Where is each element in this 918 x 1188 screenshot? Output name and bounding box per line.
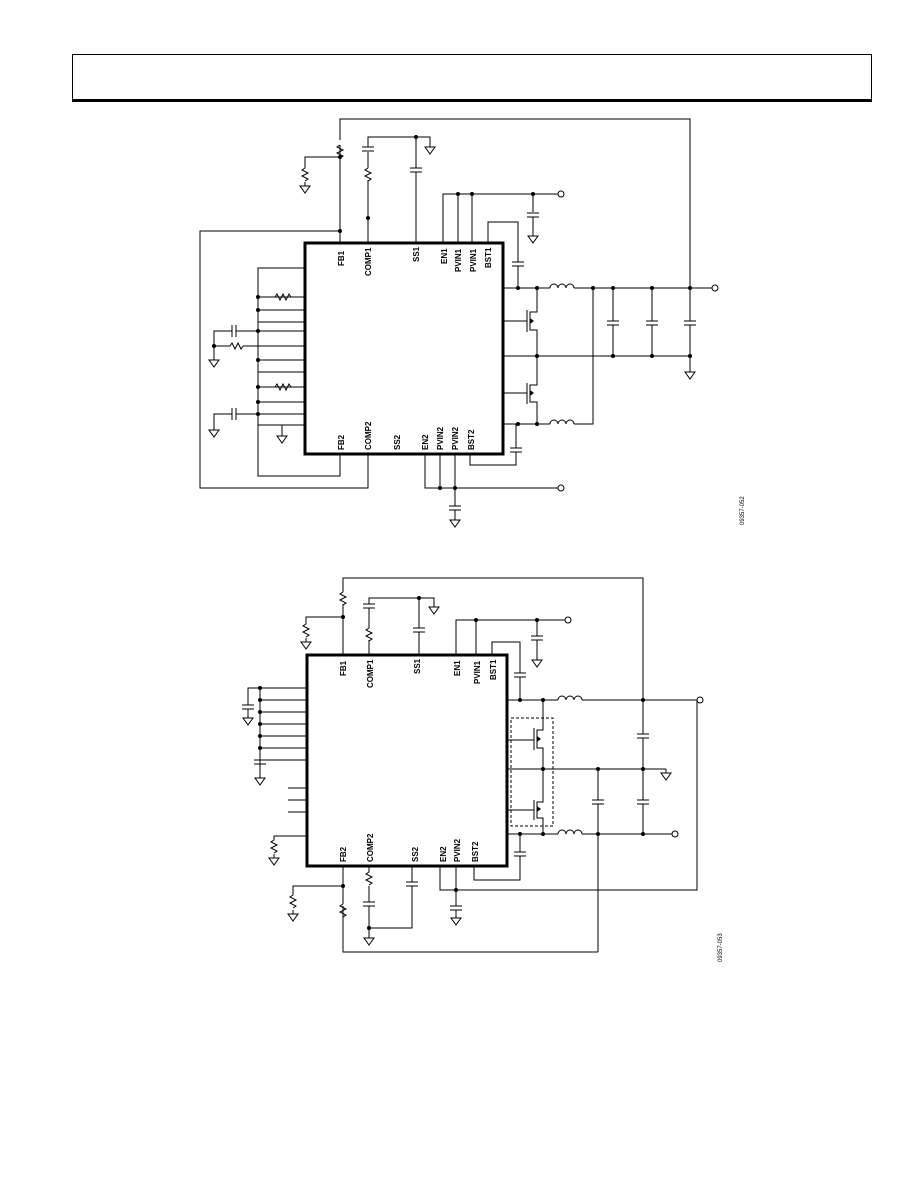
diagram2-schematic: FB1 COMP1 SS1 EN1 PVIN1 BST1 FB2 COMP2 S… bbox=[241, 577, 724, 962]
diagram1-pin-fb1: FB1 bbox=[337, 250, 346, 266]
diagram1-bst2-network bbox=[469, 424, 523, 466]
diagram1-ic-body bbox=[303, 241, 505, 456]
diagram1-ss1-network bbox=[409, 137, 423, 243]
diagram2-pin-comp1: COMP1 bbox=[366, 659, 375, 688]
diagram2-ss1-network bbox=[412, 598, 426, 655]
diagram1-pin-ss2: SS2 bbox=[393, 434, 402, 450]
page-header-box bbox=[72, 54, 872, 102]
diagram1-bst1-network bbox=[487, 221, 525, 288]
diagram2-pin-en2: EN2 bbox=[439, 846, 448, 862]
diagram1-pin-pvin1-b: PVIN1 bbox=[469, 248, 478, 272]
diagram2-pin-fb2: FB2 bbox=[339, 846, 348, 862]
diagram1-pin-en1: EN1 bbox=[440, 248, 449, 264]
diagram2-vin2-network bbox=[449, 866, 463, 926]
diagram2-figure-id: 09357-053 bbox=[718, 933, 724, 962]
diagram1-mosfet-1 bbox=[503, 288, 538, 356]
diagram1-figure-id: 09357-052 bbox=[740, 496, 746, 525]
diagram2-pin-pvin1: PVIN1 bbox=[473, 660, 482, 684]
diagram2-comp2-network bbox=[362, 866, 419, 946]
diagram1-left-network bbox=[208, 267, 341, 477]
diagram1-schematic: FB1 COMP1 SS1 EN1 PVIN1 PVIN1 BST1 FB2 C… bbox=[199, 118, 746, 528]
diagram1-top-pins: FB1 COMP1 SS1 EN1 PVIN1 PVIN1 BST1 bbox=[337, 246, 493, 276]
diagram2-pin-pvin2: PVIN2 bbox=[453, 838, 462, 862]
diagram2-pin-bst1: BST1 bbox=[489, 659, 498, 680]
diagram2-pin-comp2: COMP2 bbox=[366, 833, 375, 862]
diagram2-dual-fet-module bbox=[510, 717, 554, 827]
diagram2-pin-ss2: SS2 bbox=[411, 846, 420, 862]
diagram2-bst2-network bbox=[473, 834, 527, 881]
diagram2-output1-network bbox=[342, 695, 704, 953]
diagram1-bottom-pins: FB2 COMP2 SS2 EN2 PVIN2 PVIN2 BST2 bbox=[337, 421, 476, 450]
diagram2-mosfet-1 bbox=[507, 700, 544, 769]
diagram1-pin-ss1: SS1 bbox=[412, 246, 421, 262]
diagram1-pin-comp1: COMP1 bbox=[364, 247, 373, 276]
diagram2-mosfet-2 bbox=[507, 769, 544, 834]
diagram1-pin-en2: EN2 bbox=[421, 434, 430, 450]
diagram2-bottom-pins: FB2 COMP2 SS2 EN2 PVIN2 BST2 bbox=[339, 833, 480, 862]
diagram1-mosfet-2 bbox=[503, 356, 538, 424]
diagram2-ic-body bbox=[305, 653, 509, 868]
diagram1-pin-bst1: BST1 bbox=[484, 247, 493, 268]
diagram2-left-network bbox=[241, 686, 307, 866]
diagram2-fb2-network bbox=[287, 866, 348, 922]
diagram1-pin-bst2: BST2 bbox=[467, 429, 476, 450]
diagram2-pin-bst2: BST2 bbox=[471, 841, 480, 862]
diagram1-comp1-network bbox=[361, 135, 436, 243]
diagram2-pin-ss1: SS1 bbox=[413, 658, 422, 674]
diagram2-comp1-network bbox=[362, 596, 440, 655]
diagram1-fb1-network bbox=[199, 118, 691, 489]
diagram2-fb1-network bbox=[300, 577, 644, 700]
diagram2-top-pins: FB1 COMP1 SS1 EN1 PVIN1 BST1 bbox=[339, 658, 498, 688]
diagram1-pin-pvin1-a: PVIN1 bbox=[454, 248, 463, 272]
diagram1-pin-comp2: COMP2 bbox=[364, 421, 373, 450]
diagram1-output1-network bbox=[503, 283, 719, 426]
diagram1-pin-fb2: FB2 bbox=[337, 434, 346, 450]
diagram2-bst1-network bbox=[491, 641, 527, 700]
diagram2-vin1-network bbox=[455, 616, 572, 668]
diagram1-pin-pvin2-a: PVIN2 bbox=[436, 426, 445, 450]
diagram2-pin-en1: EN1 bbox=[453, 660, 462, 676]
diagram1-pin-pvin2-b: PVIN2 bbox=[451, 426, 460, 450]
diagram1-vin2-network bbox=[424, 454, 565, 528]
diagram1-vin1-network bbox=[442, 190, 565, 244]
diagram2-pin-fb1: FB1 bbox=[339, 660, 348, 676]
